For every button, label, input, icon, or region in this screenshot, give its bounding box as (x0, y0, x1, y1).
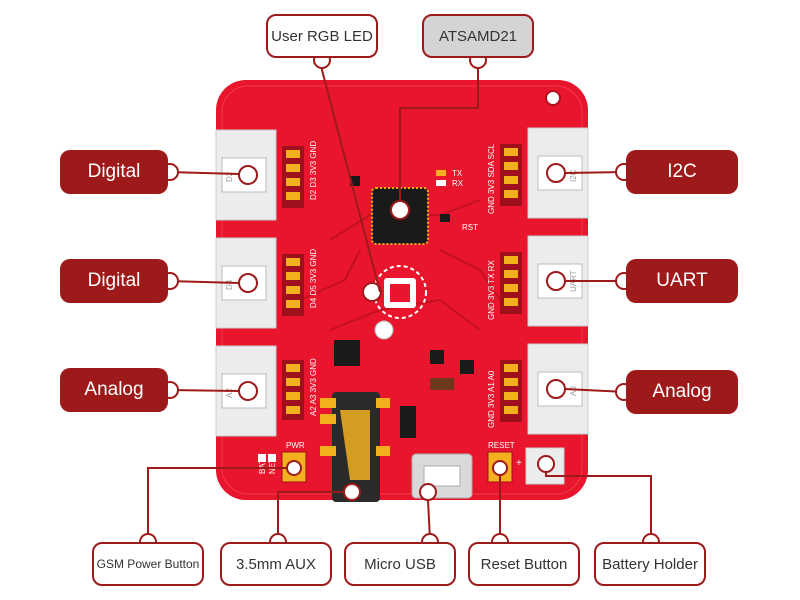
uart-callout-dot (546, 271, 566, 291)
silk-bat: BAT (258, 459, 267, 474)
silk-right-2-pins: GND 3V3 TX RX (487, 259, 496, 320)
i2c-callout-dot (546, 163, 566, 183)
gsm-callout-dot (286, 460, 302, 476)
label-gsm-power-button: GSM Power Button (92, 542, 204, 586)
silk-left-2-pins: D4 D5 3V3 GND (309, 249, 318, 308)
grove-connector-d2 (215, 129, 304, 221)
jack-pad-4 (376, 398, 390, 408)
silk-plus: + (516, 458, 522, 469)
component-capacitor (374, 320, 394, 340)
label-user-rgb-led: User RGB LED (266, 14, 378, 58)
label-digital-top: Digital (60, 150, 168, 194)
mcu-callout-dot (390, 200, 410, 220)
jack-pad-2 (320, 414, 336, 424)
silk-right-3-pins: GND 3V3 A1 A0 (487, 370, 496, 428)
component-chip-4 (350, 176, 360, 186)
component-chip-5 (440, 214, 450, 222)
battery-callout-dot (537, 455, 555, 473)
label-reset-button: Reset Button (468, 542, 580, 586)
silk-left-1-id: D2 (225, 171, 234, 182)
label-i2c: I2C (626, 150, 738, 194)
label-battery-holder: Battery Holder (594, 542, 706, 586)
label-uart: UART (626, 259, 738, 303)
silk-left-1-pins: D2 D3 3V3 GND (309, 141, 318, 200)
rx-led (436, 180, 446, 186)
net-led (268, 454, 276, 462)
label-analog-right: Analog (626, 370, 738, 414)
label-micro-usb: Micro USB (344, 542, 456, 586)
silk-right-1-id: I2C (569, 169, 578, 182)
a0-callout-dot (546, 379, 566, 399)
silk-pwr: PWR (286, 441, 305, 450)
silk-net: NET (268, 458, 277, 474)
rgb-led-ring (373, 265, 427, 319)
silk-rx: RX (452, 179, 464, 188)
component-crystal (430, 378, 454, 390)
d2-callout-dot (238, 165, 258, 185)
rgb-led-core (390, 284, 410, 302)
led-callout-dot (362, 282, 382, 302)
label-aux: 3.5mm AUX (220, 542, 332, 586)
component-ic (334, 340, 360, 366)
silk-left-2-id: D4 (225, 279, 234, 290)
label-analog-left: Analog (60, 368, 168, 412)
a2-callout-dot (238, 381, 258, 401)
component-diode (400, 406, 416, 438)
silk-reset: RESET (488, 441, 515, 450)
micro-usb-socket (423, 465, 461, 487)
aux-callout-dot (343, 483, 361, 501)
d4-callout-dot (238, 273, 258, 293)
mounting-hole-icon (545, 90, 561, 106)
silk-right-3-id: A0 (569, 386, 578, 396)
silk-left-3-pins: A2 A3 3V3 GND (309, 358, 318, 416)
bat-led (258, 454, 266, 462)
usb-callout-dot (419, 483, 437, 501)
component-chip-2 (430, 350, 444, 364)
jack-pad-1 (320, 398, 336, 408)
label-digital-mid: Digital (60, 259, 168, 303)
silk-rst: RST (462, 223, 478, 232)
jack-contact (340, 410, 370, 480)
silk-tx: TX (452, 169, 463, 178)
reset-callout-dot (492, 460, 508, 476)
tx-led (436, 170, 446, 176)
label-atsamd21: ATSAMD21 (422, 14, 534, 58)
jack-pad-5 (376, 446, 390, 456)
component-chip-3 (460, 360, 474, 374)
silk-left-3-id: A2 (225, 388, 234, 398)
jack-pad-3 (320, 446, 336, 456)
silk-right-1-pins: GND 3V3 SDA SCL (487, 143, 496, 214)
